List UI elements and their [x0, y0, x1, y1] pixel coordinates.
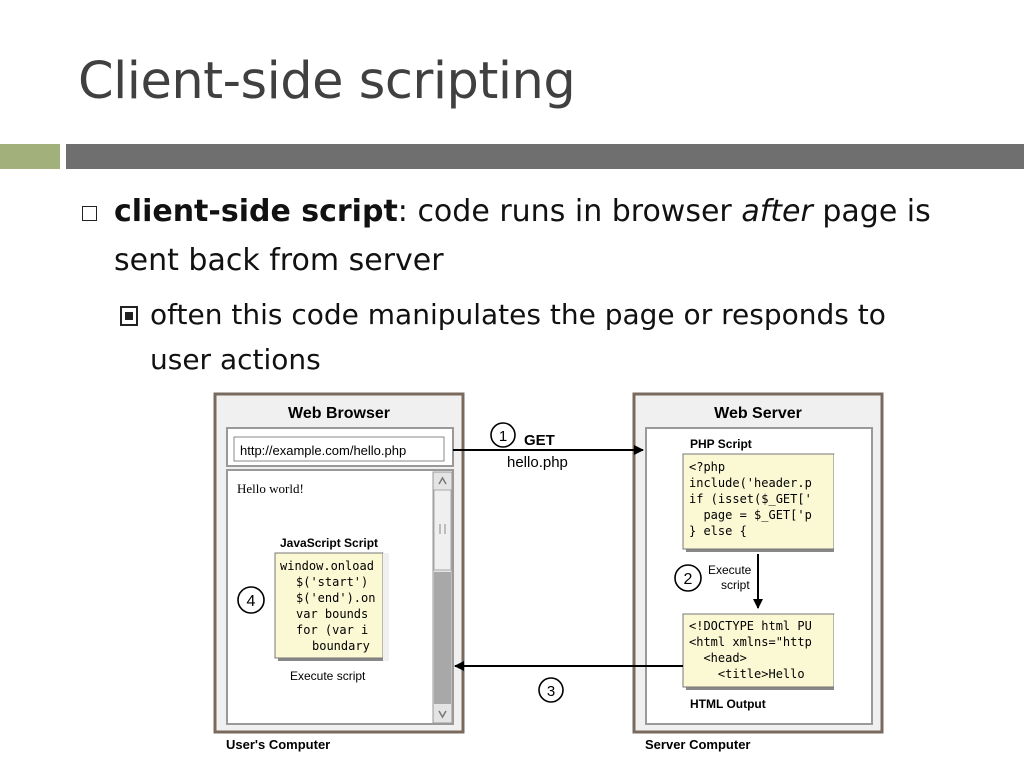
html-output-label: HTML Output — [690, 697, 766, 711]
js-execute-label: Execute script — [290, 669, 366, 683]
php-code-line-4: page = $_GET['p — [689, 508, 812, 522]
js-script-label: JavaScript Script — [280, 536, 378, 550]
php-code-line-5: } else { — [689, 524, 747, 538]
step-4-number: 4 — [247, 593, 256, 610]
scroll-up-icon[interactable] — [438, 476, 447, 485]
php-code-line-3: if (isset($_GET[' — [689, 492, 812, 506]
bullet-line-1: client-side script: code runs in browser… — [114, 194, 931, 229]
subbullet-line-2: user actions — [150, 343, 321, 376]
bullet-term: client-side script — [114, 194, 398, 229]
js-code-line-1: window.onload — [280, 559, 374, 573]
php-code-line-2: include('header.p — [689, 476, 812, 490]
users-computer-label: User's Computer — [226, 737, 330, 752]
js-code-box — [274, 552, 384, 659]
step-1-circle — [490, 422, 516, 448]
subbullet-square-icon — [120, 306, 138, 326]
html-code-line-2: <html xmlns="http — [689, 635, 812, 649]
js-code-line-4: var bounds — [296, 607, 368, 621]
js-code-line-2: $('start') — [296, 575, 368, 589]
server-computer-label: Server Computer — [645, 737, 750, 752]
html-code-line-3: <head> — [689, 651, 747, 665]
address-bar[interactable] — [233, 436, 445, 462]
step-2-circle — [674, 564, 702, 592]
step-4-circle — [237, 586, 265, 614]
title-divider-bar — [66, 144, 1024, 169]
address-url: http://example.com/hello.php — [240, 443, 406, 458]
server-execute-label-2: script — [721, 578, 750, 592]
php-code-box — [682, 453, 835, 550]
slide-title: Client-side scripting — [78, 52, 576, 111]
bullet-text-after: page is — [812, 194, 931, 229]
html-output-box — [682, 613, 835, 688]
step-2-number: 2 — [684, 571, 693, 588]
html-code-line-4: <title>Hello — [689, 667, 805, 681]
php-code-line-1: <?php — [689, 460, 725, 474]
bullet-text-before: code runs in browser — [407, 194, 742, 229]
bullet-square-icon — [82, 206, 97, 221]
scroll-down-icon[interactable] — [438, 710, 447, 719]
subbullet-line-1: often this code manipulates the page or … — [150, 298, 886, 331]
request-path-label: hello.php — [507, 454, 568, 471]
response-arrow-group: 3 — [454, 661, 683, 703]
php-script-label: PHP Script — [690, 437, 752, 451]
step-1-number: 1 — [499, 428, 507, 445]
server-execute-label-1: Execute — [708, 563, 752, 577]
browser-title: Web Browser — [288, 405, 390, 422]
title-accent-bar — [0, 144, 60, 169]
js-code-line-6: boundary — [312, 639, 370, 653]
html-code-line-1: <!DOCTYPE html PU — [689, 619, 812, 633]
js-code-line-5: for (var i — [296, 623, 368, 637]
step-3-circle — [538, 677, 564, 703]
scrollbar-thumb[interactable] — [433, 489, 452, 571]
request-method-label: GET — [524, 432, 555, 449]
request-arrow-group: 1 GET hello.php — [453, 422, 644, 471]
bullet-colon: : — [397, 194, 408, 229]
bullet-line-2: sent back from server — [114, 243, 444, 278]
scrollbar-fill — [434, 572, 451, 704]
server-title: Web Server — [714, 405, 802, 422]
server-panel: Web Server PHP Script <?php include('hea… — [632, 392, 884, 752]
page-hello-text: Hello world! — [237, 481, 304, 496]
step-3-number: 3 — [547, 683, 555, 700]
js-code-line-3: $('end').on — [296, 591, 375, 605]
browser-panel: Web Browser http://example.com/hello.php… — [213, 392, 465, 752]
bullet-emph: after — [741, 194, 813, 229]
